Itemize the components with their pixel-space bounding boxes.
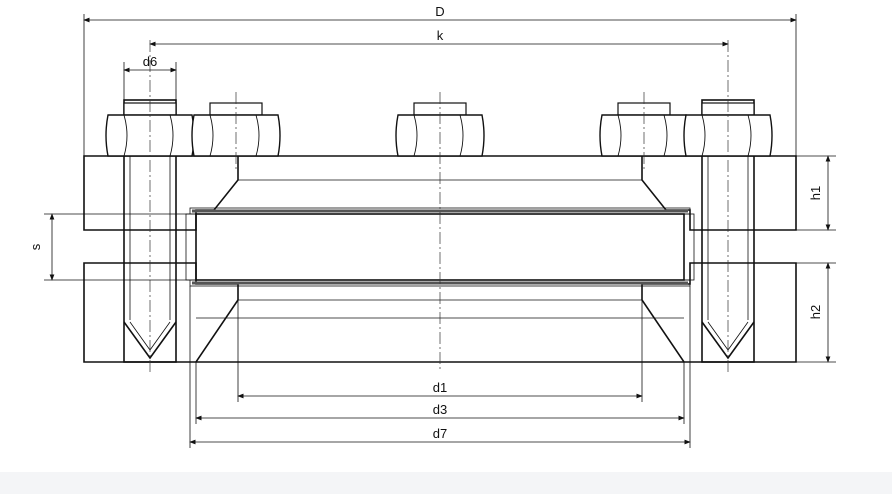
label-h1: h1 bbox=[808, 186, 823, 200]
label-d6: d6 bbox=[143, 54, 157, 69]
label-d3: d3 bbox=[433, 402, 447, 417]
dimension-labels: D k d6 s h1 h2 d1 d3 d7 bbox=[28, 4, 823, 441]
sight-glass-flange-assembly-drawing: D k d6 s h1 h2 d1 d3 d7 bbox=[28, 4, 836, 448]
label-d1: d1 bbox=[433, 380, 447, 395]
label-k: k bbox=[437, 28, 444, 43]
label-s: s bbox=[28, 243, 43, 250]
centre-lines bbox=[149, 40, 729, 372]
label-h2: h2 bbox=[808, 305, 823, 319]
hex-nuts bbox=[105, 102, 773, 157]
dimension-lines bbox=[44, 14, 836, 448]
footer-bar bbox=[0, 472, 892, 494]
label-d7: d7 bbox=[433, 426, 447, 441]
label-D: D bbox=[435, 4, 444, 19]
